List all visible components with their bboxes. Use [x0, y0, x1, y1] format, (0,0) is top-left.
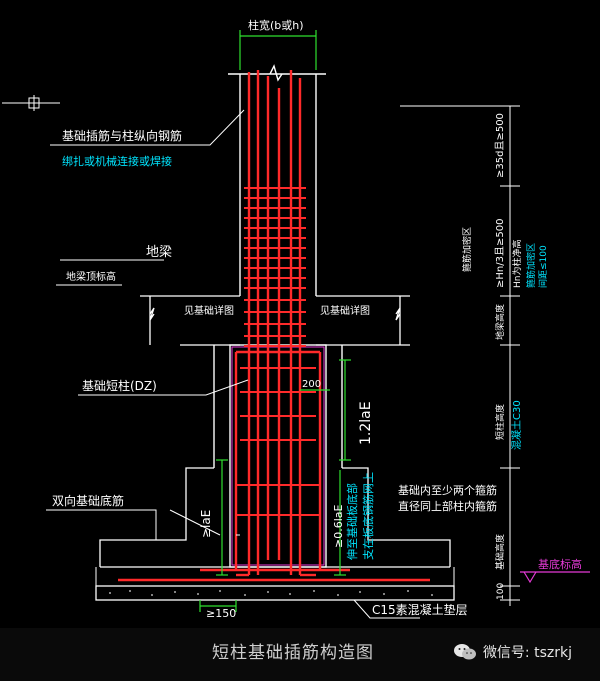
dim-200-label: 200 — [302, 379, 321, 390]
stirrup-note-2: 直径同上部柱内箍筋 — [398, 499, 497, 513]
right-dim-d4b: 混凝土C30 — [510, 400, 523, 450]
anchor-06-lines — [334, 470, 346, 576]
ground-beam-top-label: 地梁顶标高 — [66, 270, 116, 283]
anchor-06-label: ≥0.6laE — [332, 504, 345, 548]
dim-150-label: ≥150 — [206, 607, 236, 620]
column-outline — [228, 64, 326, 296]
right-dim-d2e: 箍筋加密区 — [461, 227, 473, 272]
right-dim-d2b: Hn为柱净高 — [511, 240, 523, 288]
wechat-watermark: 微信号: tszrkj — [453, 642, 572, 662]
connection-note: 绑扎或机械连接或焊接 — [62, 154, 172, 168]
right-dimension-chain — [400, 105, 520, 606]
short-column-label: 基础短柱(DZ) — [82, 378, 157, 393]
right-dim-d2c: 箍筋加密区 — [525, 243, 537, 288]
anchor-12-label: 1.2laE — [358, 401, 374, 445]
wechat-icon — [453, 643, 477, 661]
right-dim-d3: 地梁高度 — [494, 304, 506, 340]
laE-dimension — [216, 459, 228, 576]
foundation-bottom-label: 基底标高 — [538, 557, 582, 571]
column-width-dimension — [239, 30, 317, 70]
see-foundation-left: 见基础详图 — [184, 304, 234, 317]
stirrup-note-1: 基础内至少两个箍筋 — [398, 483, 497, 497]
leader-lines — [46, 109, 249, 540]
concrete-pad-hatch — [109, 590, 433, 596]
stirrups — [236, 187, 320, 516]
insert-bars-label: 基础插筋与柱纵向钢筋 — [62, 128, 182, 143]
caption-bar: 短柱基础插筋构造图 微信号: tszrkj — [0, 628, 600, 681]
figure-title: 短柱基础插筋构造图 — [212, 643, 374, 663]
anchor-12-lines — [339, 359, 351, 461]
column-width-label: 柱宽(b或h) — [248, 18, 304, 32]
anchor-note-1: 伸至基础板底部 — [345, 483, 359, 560]
see-foundation-right: 见基础详图 — [320, 304, 370, 317]
laE-label: ≥laE — [199, 510, 213, 538]
ground-beam — [140, 295, 410, 346]
right-dim-d2d: 间距≤100 — [537, 245, 549, 288]
wechat-id: 微信号: tszrkj — [482, 645, 572, 661]
two-way-bottom-label: 双向基础底筋 — [52, 493, 124, 508]
anchor-note-2: 支在板底钢筋网上 — [361, 472, 375, 560]
c15-label: C15素混凝土垫层 — [372, 602, 468, 617]
cursor-crosshair-icon — [2, 95, 60, 111]
right-dim-d2a: ≥Hn/3且≥500 — [494, 219, 506, 288]
elevation-marker — [520, 571, 590, 584]
dim-150-lines — [199, 600, 237, 612]
right-dim-d4a: 短柱高度 — [494, 404, 506, 440]
c15-leader — [353, 599, 420, 619]
ground-beam-label: 地梁 — [146, 245, 172, 260]
right-dim-d1: ≥35d且≥500 — [494, 113, 506, 178]
right-dim-d5: 基础高度 — [494, 534, 506, 570]
drawing-canvas: 柱宽(b或h) — [2, 18, 590, 620]
right-dim-100: 100 — [496, 583, 506, 600]
